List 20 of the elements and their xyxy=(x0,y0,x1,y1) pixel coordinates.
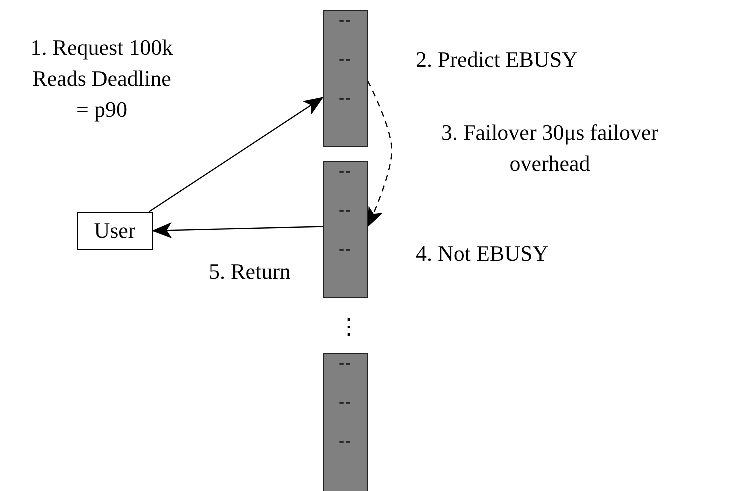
arrow xyxy=(152,222,324,239)
slot-mark: -- xyxy=(339,356,352,372)
node-label: User xyxy=(94,218,136,244)
ellipsis: ⋮ xyxy=(338,314,360,340)
step-label: 4. Not EBUSY xyxy=(416,240,549,268)
slot-mark: -- xyxy=(339,242,352,258)
slot-mark: -- xyxy=(339,13,352,29)
slot-mark: -- xyxy=(339,203,352,219)
slot-mark: -- xyxy=(339,395,352,411)
disk-column xyxy=(323,161,368,298)
process-box xyxy=(77,212,153,250)
step-label: 2. Predict EBUSY xyxy=(416,46,578,74)
arrow xyxy=(148,97,324,212)
disk-column xyxy=(323,10,368,147)
slot-mark: -- xyxy=(339,91,352,107)
slot-mark: -- xyxy=(339,52,352,68)
slot-mark: -- xyxy=(339,434,352,450)
slot-mark: -- xyxy=(339,164,352,180)
disk-column xyxy=(323,353,368,491)
dashed-arrow xyxy=(367,80,393,228)
